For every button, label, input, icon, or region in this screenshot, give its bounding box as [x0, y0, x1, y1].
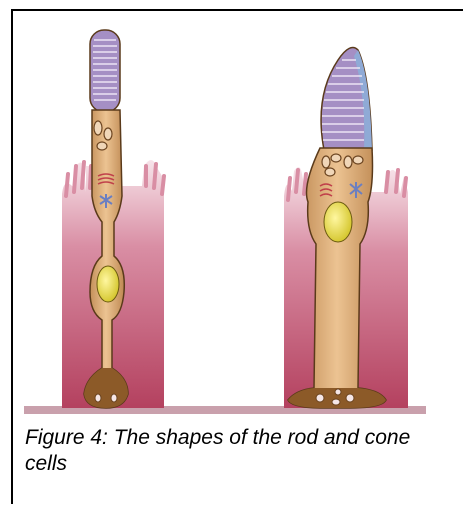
rod-cone-diagram — [24, 16, 426, 414]
figure-caption: Figure 4: The shapes of the rod and cone… — [25, 425, 445, 477]
